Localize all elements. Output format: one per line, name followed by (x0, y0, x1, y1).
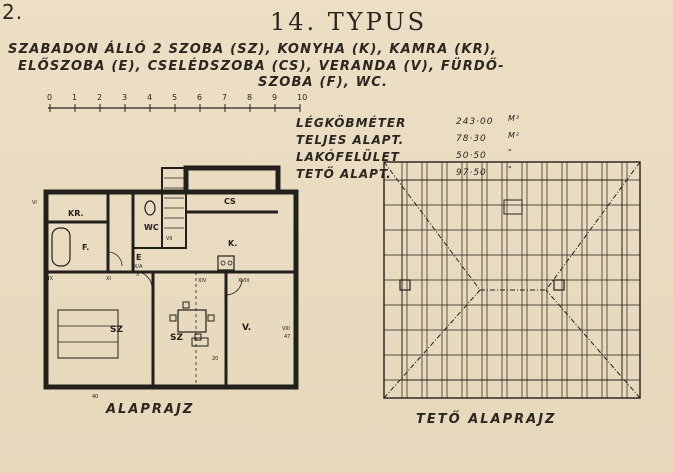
mark-xa: X/A (134, 264, 143, 270)
scale-tick-label: 9 (272, 93, 277, 102)
room-label-k: K. (228, 239, 237, 248)
stat-label: TELJES ALAPT. (296, 133, 405, 147)
scale-tick-label: 0 (47, 93, 52, 102)
room-label-sz-1: SZ (110, 325, 123, 335)
room-label-sz-2: SZ (170, 333, 183, 343)
stat-unit: " (508, 165, 513, 174)
stat-unit: M³ (508, 114, 521, 123)
floor-plan-caption: ALAPRAJZ (106, 402, 195, 417)
stair-opening-icon (503, 199, 523, 215)
stat-unit: " (508, 148, 513, 157)
room-label-cs: CS (224, 197, 236, 206)
stat-label: TETŐ ALAPT. (296, 167, 392, 181)
stat-value: 50·50 (456, 151, 487, 161)
room-label-wc: WC (144, 223, 159, 232)
scale-tick-label: 8 (247, 93, 252, 102)
room-label-v: V. (242, 323, 251, 333)
scale-tick-label: 2 (97, 93, 102, 102)
page-title: 14. TYPUS (270, 8, 428, 36)
scale-tick-label: 3 (122, 93, 127, 102)
roof-plan (383, 161, 641, 399)
scale-tick-label: 1 (72, 93, 77, 102)
scale-tick-label: 5 (172, 93, 177, 102)
mark-20: 20 (212, 356, 218, 362)
chimney-icon (399, 279, 411, 291)
stat-unit: M² (508, 131, 521, 140)
stat-value: 78·30 (456, 134, 487, 144)
scale-tick-label: 4 (147, 93, 152, 102)
stat-value: 97·50 (456, 168, 487, 178)
mark-40: 40 (92, 394, 98, 400)
chimney-icon (553, 279, 565, 291)
stove-icon (217, 255, 235, 271)
stat-row: LÉGKÖBMÉTER 243·00 M³ (296, 114, 546, 133)
stat-row: LAKÓFELÜLET 50·50 " (296, 148, 546, 167)
stat-row: TELJES ALAPT. 78·30 M² (296, 131, 546, 150)
table-icon (177, 309, 207, 333)
scale-bar: 0 1 2 3 4 5 6 7 8 9 10 (47, 93, 307, 112)
page-number: 2. (2, 0, 24, 24)
roof-plan-caption: TETŐ ALAPRAJZ (416, 412, 557, 427)
mark-xiv: XIV (198, 278, 207, 284)
mark-xviii: XVIII (238, 278, 249, 284)
stat-value: 243·00 (456, 117, 494, 127)
room-label-e: E (136, 253, 141, 262)
stats-block: LÉGKÖBMÉTER 243·00 M³ TELJES ALAPT. 78·30 M²… (296, 114, 546, 184)
mark-vii: VII (166, 236, 172, 242)
mark-x: X (136, 272, 140, 278)
mark-xi: XI (106, 276, 111, 282)
mark-viii: VIII (282, 326, 290, 332)
room-label-f: F. (82, 243, 89, 252)
mark-47: 47 (284, 334, 290, 340)
upper-wall (183, 165, 281, 192)
stat-label: LAKÓFELÜLET (296, 150, 400, 164)
mark-vi: VI (32, 200, 37, 206)
toilet-icon (144, 200, 156, 216)
bathtub-icon (51, 227, 71, 267)
floor-plan: KR. F. WC CS K. E SZ SZ V. VI IX X X/A X… (32, 165, 299, 400)
stat-label: LÉGKÖBMÉTER (296, 116, 407, 130)
description-line-3: SZOBA (F), WC. (258, 75, 389, 90)
description-line-1: SZABADON ÁLLÓ 2 SZOBA (SZ), KONYHA (K), … (8, 42, 498, 57)
stat-row: TETŐ ALAPT. 97·50 " (296, 165, 546, 184)
bed-icon (57, 309, 119, 359)
room-label-kr: KR. (68, 209, 84, 218)
scale-tick-label: 10 (297, 93, 307, 102)
scale-tick-label: 7 (222, 93, 227, 102)
mark-ix: IX (48, 276, 53, 282)
scale-tick-label: 6 (197, 93, 202, 102)
description-line-2: ELŐSZOBA (E), CSELÉDSZOBA (CS), VERANDA … (18, 59, 505, 74)
outer-wall (43, 189, 299, 390)
